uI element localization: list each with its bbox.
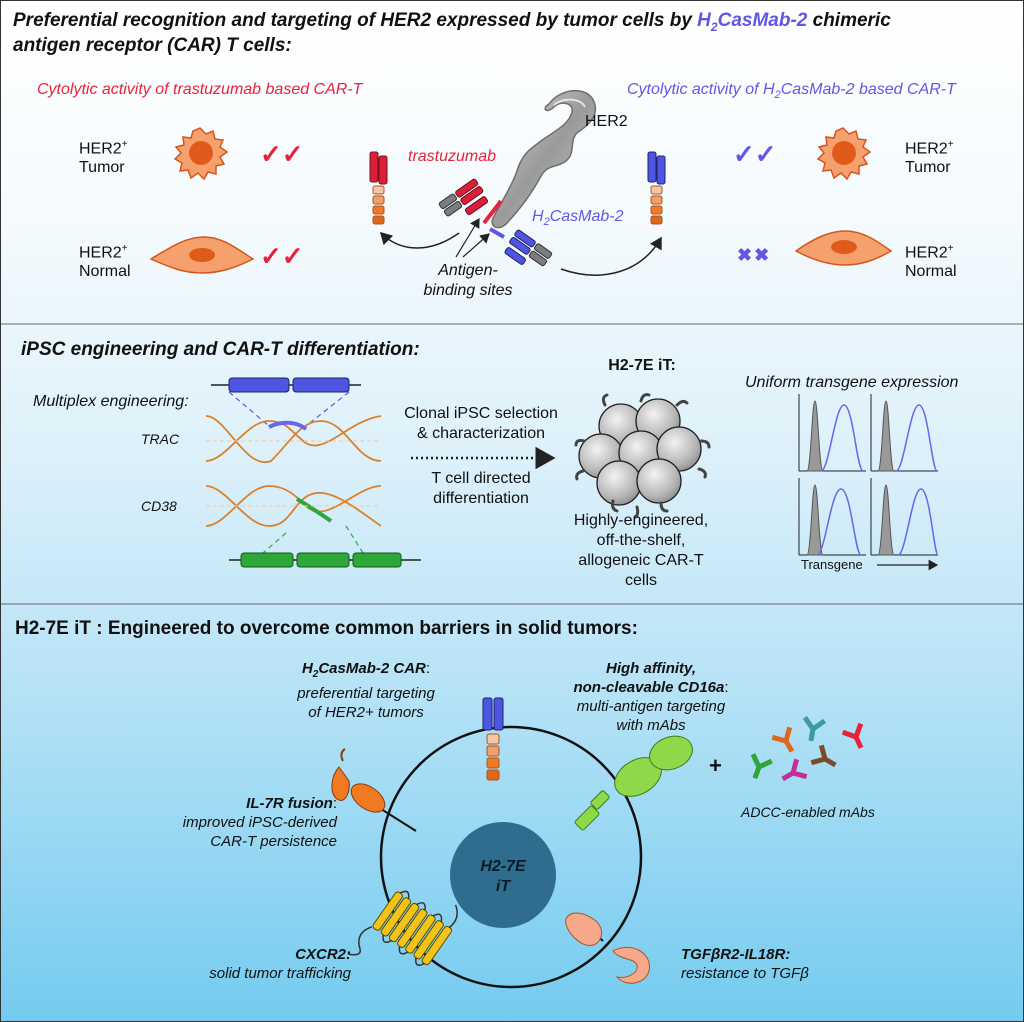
trastuzumab-label: trastuzumab <box>408 148 497 165</box>
left-tumor-label: HER2+Tumor <box>79 139 128 177</box>
casmab-label: H2CasMab-2 <box>532 208 624 229</box>
t-cell-nucleus <box>450 822 556 928</box>
tumor-cell-right-icon <box>816 127 872 181</box>
normal-cell-left-icon <box>149 236 255 274</box>
donor-dash-right <box>305 391 350 427</box>
tgf-feature-label: TGFβR2-IL18R: resistance to TGFβ <box>681 946 809 982</box>
car-feature-label: H2CasMab-2 CAR: preferential targeting o… <box>297 660 435 721</box>
section3-title: H2-7E iT : Engineered to overcome common… <box>15 618 638 639</box>
section1-title-highlight: H2CasMab-2 <box>697 10 808 34</box>
right-normal-label: HER2+Normal <box>905 243 957 281</box>
plus-sign: + <box>709 753 722 778</box>
donor-dash-green-right <box>345 525 364 554</box>
trac-label: TRAC <box>141 431 180 447</box>
tumor-cell-left-icon <box>173 127 229 181</box>
right-column-heading: Cytolytic activity of H2CasMab-2 based C… <box>627 81 956 102</box>
casmab-antibody-icon <box>504 229 553 267</box>
trastuzumab-car-icon <box>369 151 388 225</box>
uniform-expression-label: Uniform transgene expression <box>745 374 959 391</box>
cd16-donor-construct-icon <box>229 552 421 568</box>
cd38-locus-icon <box>205 485 382 527</box>
trastuzumab-antibody-icon <box>438 178 489 217</box>
section2-title: iPSC engineering and CAR-T differentiati… <box>21 339 420 360</box>
trastuzumab-binding-site <box>482 199 503 225</box>
adcc-mabs-icon <box>750 715 864 782</box>
trac-locus-icon <box>205 415 382 464</box>
her2-receptor-icon <box>491 90 597 229</box>
ipsc-t-cell-cluster-icon <box>574 393 711 519</box>
il7r-feature-label: IL-7R fusion: improved iPSC-derived CAR-… <box>182 795 337 850</box>
arrow-to-casmab-car <box>560 236 662 276</box>
t-cell-membrane <box>379 725 643 989</box>
antigen-pointer-1 <box>455 217 480 258</box>
casmab-binding-site <box>489 227 505 239</box>
cd16a-feature-label: High affinity, non-cleavable CD16a: mult… <box>573 660 729 734</box>
clonal-selection-step: Clonal iPSC selection& characterization <box>404 405 558 442</box>
antigen-pointer-2 <box>462 233 490 258</box>
product-title: H2-7E iT: <box>608 357 676 374</box>
car-donor-construct-icon <box>211 377 361 393</box>
section1-title: Preferential recognition and targeting o… <box>13 9 891 39</box>
multiplex-engineering-label: Multiplex engineering: <box>33 393 189 410</box>
arrow-to-trastuzumab-car <box>379 231 460 249</box>
cd38-label: CD38 <box>141 498 177 514</box>
transgene-axis-label: Transgene <box>801 557 863 572</box>
her2-label: HER2 <box>585 113 628 130</box>
section1-title-prefix: Preferential recognition and targeting o… <box>13 10 698 31</box>
membrane-car-icon <box>482 697 504 781</box>
il7r-fusion-icon <box>331 748 417 832</box>
tgfbr2-il18r-icon <box>565 912 650 984</box>
antigen-binding-sites-label: Antigen-binding sites <box>423 262 513 299</box>
cd16a-receptor-icon <box>574 735 693 831</box>
section1-title-line2: antigen receptor (CAR) T cells: <box>13 35 292 56</box>
left-normal-check-icon: ✓✓ <box>260 241 304 271</box>
normal-cell-right-icon <box>794 230 893 266</box>
adcc-mabs-label: ADCC-enabled mAbs <box>741 804 875 820</box>
right-tumor-check-icon: ✓✓ <box>733 139 777 169</box>
product-description: Highly-engineered,off-the-shelf,allogene… <box>573 512 709 589</box>
cxcr2-receptor-icon <box>347 890 458 966</box>
left-tumor-check-icon: ✓✓ <box>260 139 304 169</box>
donor-dash-left <box>228 391 270 427</box>
right-normal-cross-icon: ✖✖ <box>737 245 772 265</box>
cxcr2-feature-label: CXCR2: solid tumor trafficking <box>209 946 351 982</box>
donor-dash-green-left <box>262 532 287 554</box>
right-tumor-label: HER2+Tumor <box>905 139 954 177</box>
left-column-heading: Cytolytic activity of trastuzumab based … <box>37 81 363 98</box>
histogram-panels <box>798 394 939 571</box>
section1-title-suffix: chimeric <box>807 10 891 31</box>
casmab-car-icon <box>647 151 666 225</box>
left-normal-label: HER2+Normal <box>79 243 131 281</box>
